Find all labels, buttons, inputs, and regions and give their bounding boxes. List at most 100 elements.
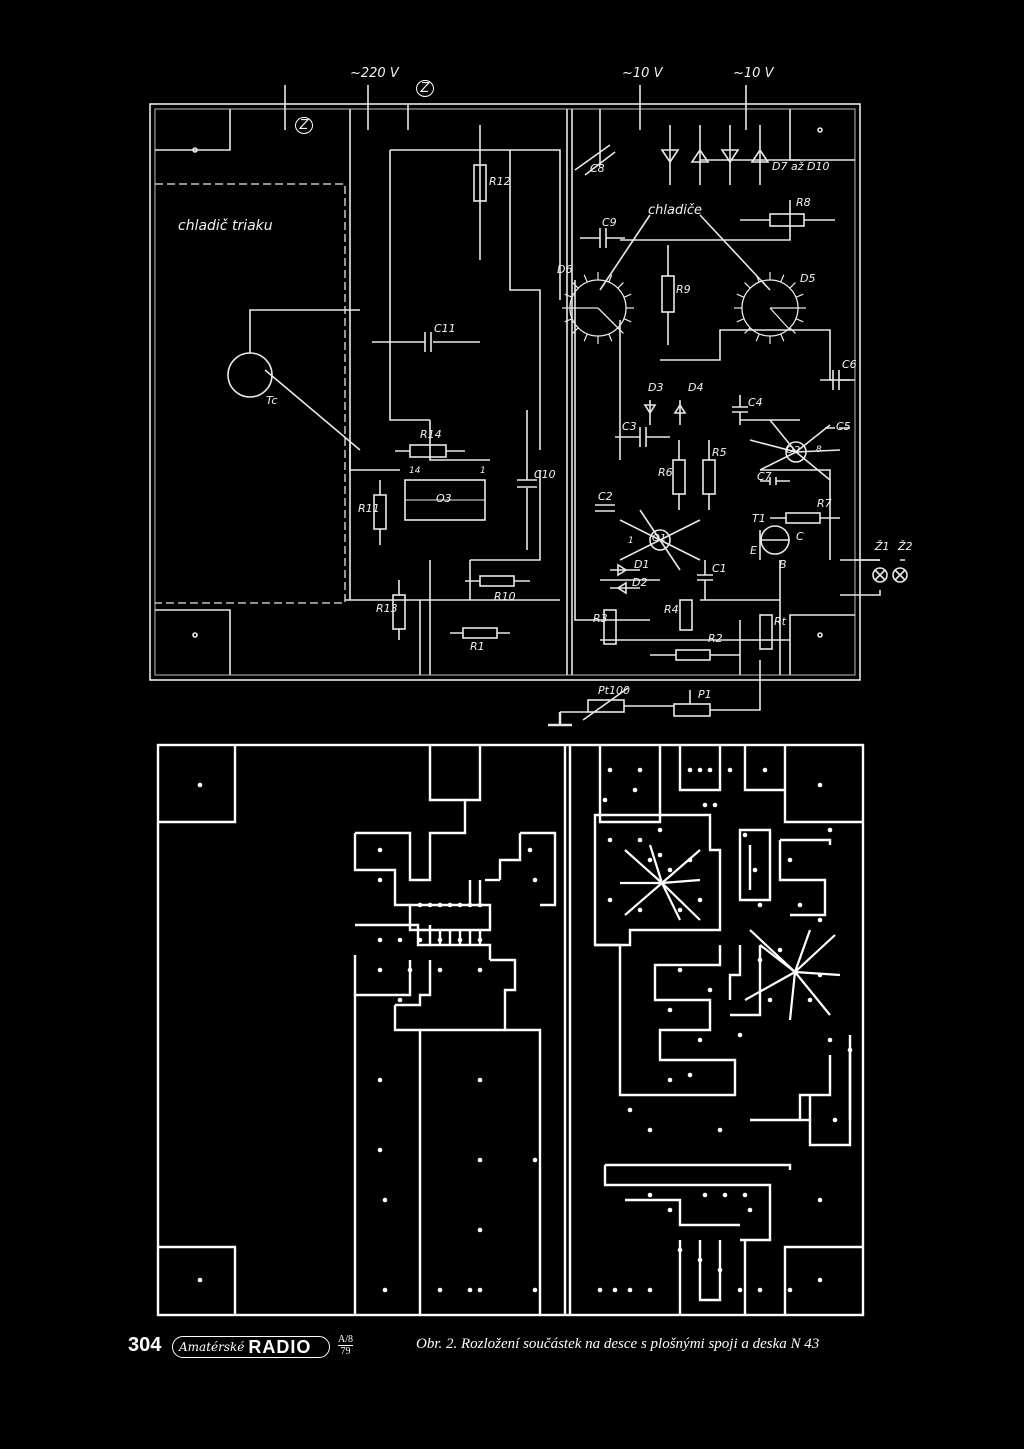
pcb-drill-hole bbox=[742, 832, 748, 838]
pcb-track-layout bbox=[156, 743, 865, 1317]
pcb-drill-hole bbox=[757, 902, 763, 908]
component-layout-diagram bbox=[149, 85, 908, 727]
supply-low-label-2: ~10 V bbox=[733, 66, 774, 81]
pcb-drill-hole bbox=[817, 1197, 823, 1203]
heatsink-diodes-label: chladiče bbox=[648, 203, 702, 218]
pcb-drill-hole bbox=[817, 917, 823, 923]
heatsink-ray bbox=[736, 318, 745, 323]
pcb-drill-hole bbox=[607, 767, 613, 773]
pcb-drill-hole bbox=[377, 937, 383, 943]
pcb-drill-hole bbox=[827, 827, 833, 833]
label-c2: C2 bbox=[598, 490, 613, 503]
heatsink-ray bbox=[744, 282, 751, 289]
label-d4: D4 bbox=[688, 381, 704, 394]
label-r7: R7 bbox=[817, 497, 832, 510]
label-c8: C8 bbox=[590, 162, 605, 175]
label-d5: D5 bbox=[800, 272, 816, 285]
heatsink-ray bbox=[572, 327, 579, 334]
pcb-drill-hole bbox=[532, 877, 538, 883]
label-r10: R10 bbox=[494, 590, 516, 603]
pcb-drill-hole bbox=[477, 902, 483, 908]
label-r1: R1 bbox=[470, 640, 485, 653]
pcb-drill-hole bbox=[467, 902, 473, 908]
pcb-drill-hole bbox=[767, 997, 773, 1003]
pcb-drill-hole bbox=[667, 1007, 673, 1013]
pcb-drill-hole bbox=[667, 867, 673, 873]
pcb-drill-hole bbox=[477, 1287, 483, 1293]
diodes-range-label: D7 až D10 bbox=[772, 160, 830, 173]
pcb-drill-hole bbox=[637, 907, 643, 913]
pcb-drill-hole bbox=[702, 1192, 708, 1198]
heatsink-ray bbox=[617, 327, 624, 334]
pcb-drill-hole bbox=[437, 1287, 443, 1293]
pcb-drill-hole bbox=[377, 847, 383, 853]
heatsink-ray bbox=[755, 274, 760, 283]
pcb-drill-hole bbox=[657, 827, 663, 833]
pcb-drill-hole bbox=[477, 937, 483, 943]
pcb-drill-hole bbox=[832, 1117, 838, 1123]
pcb-drill-hole bbox=[427, 902, 433, 908]
heatsink-ray bbox=[744, 327, 751, 334]
pcb-drill-hole bbox=[667, 1207, 673, 1213]
pcb-drill-hole bbox=[677, 907, 683, 913]
pcb-drill-hole bbox=[827, 1037, 833, 1043]
pcb-drill-hole bbox=[597, 1287, 603, 1293]
pcb-drill-hole bbox=[627, 1107, 633, 1113]
pcb-drill-hole bbox=[407, 967, 413, 973]
pcb-drill-hole bbox=[757, 1287, 763, 1293]
magazine-logo-script: Amatérské bbox=[179, 1340, 245, 1354]
pcb-drill-hole bbox=[687, 767, 693, 773]
page-number: 304 bbox=[128, 1334, 162, 1356]
label-c3: C3 bbox=[622, 420, 637, 433]
pcb-drill-hole bbox=[717, 1267, 723, 1273]
label-c: C bbox=[796, 530, 804, 543]
magazine-logo-bold: RADIO bbox=[248, 1336, 312, 1357]
pcb-drill-hole bbox=[737, 1032, 743, 1038]
page-footer: 304 Amatérské RADIO A/8 79 Obr. 2. Rozlo… bbox=[0, 1334, 1024, 1374]
heatsink-ray bbox=[780, 274, 785, 283]
label-e: E bbox=[750, 544, 757, 557]
heatsink-ray bbox=[583, 333, 588, 342]
label-p1: P1 bbox=[698, 688, 712, 701]
figure-caption: Obr. 2. Rozložení součástek na desce s p… bbox=[416, 1336, 820, 1352]
pcb-drill-hole bbox=[697, 1037, 703, 1043]
pcb-drill-hole bbox=[397, 937, 403, 943]
label-tc: Tc bbox=[266, 394, 278, 407]
pcb-drill-hole bbox=[457, 902, 463, 908]
label-r3: R3 bbox=[593, 612, 608, 625]
label-c5: C5 bbox=[836, 420, 851, 433]
pcb-drill-hole bbox=[747, 1207, 753, 1213]
pcb-drill-hole bbox=[477, 1077, 483, 1083]
pcb-drill-hole bbox=[697, 897, 703, 903]
pcb-drill-hole bbox=[762, 767, 768, 773]
heatsink-ray bbox=[795, 293, 804, 298]
pcb-drill-hole bbox=[777, 947, 783, 953]
label-r14: R14 bbox=[420, 428, 442, 441]
pcb-drill-hole bbox=[687, 857, 693, 863]
label-c7: C7 bbox=[757, 470, 772, 483]
heatsink-ray bbox=[623, 293, 632, 298]
pcb-drill-hole bbox=[382, 1197, 388, 1203]
pcb-drill-hole bbox=[847, 1047, 853, 1053]
pcb-drill-hole bbox=[817, 1277, 823, 1283]
pcb-drill-hole bbox=[797, 902, 803, 908]
heatsink-ray bbox=[572, 282, 579, 289]
heatsink-ray bbox=[736, 293, 745, 298]
pcb-drill-hole bbox=[677, 967, 683, 973]
terminal-z-2: Z bbox=[416, 80, 434, 97]
pcb-drill-hole bbox=[757, 957, 763, 963]
pcb-drill-hole bbox=[377, 877, 383, 883]
heatsink-ray bbox=[795, 318, 804, 323]
label-c4: C4 bbox=[748, 396, 763, 409]
pcb-drill-hole bbox=[697, 767, 703, 773]
label-r8: R8 bbox=[796, 196, 811, 209]
label-o2: O2 bbox=[786, 445, 801, 456]
pcb-drill-hole bbox=[787, 857, 793, 863]
pcb-drill-hole bbox=[382, 1287, 388, 1293]
heatsink-ray bbox=[755, 333, 760, 342]
pcb-drill-hole bbox=[737, 1287, 743, 1293]
pcb-drill-hole bbox=[197, 1277, 203, 1283]
pcb-drill-hole bbox=[457, 937, 463, 943]
pcb-drill-hole bbox=[657, 852, 663, 858]
